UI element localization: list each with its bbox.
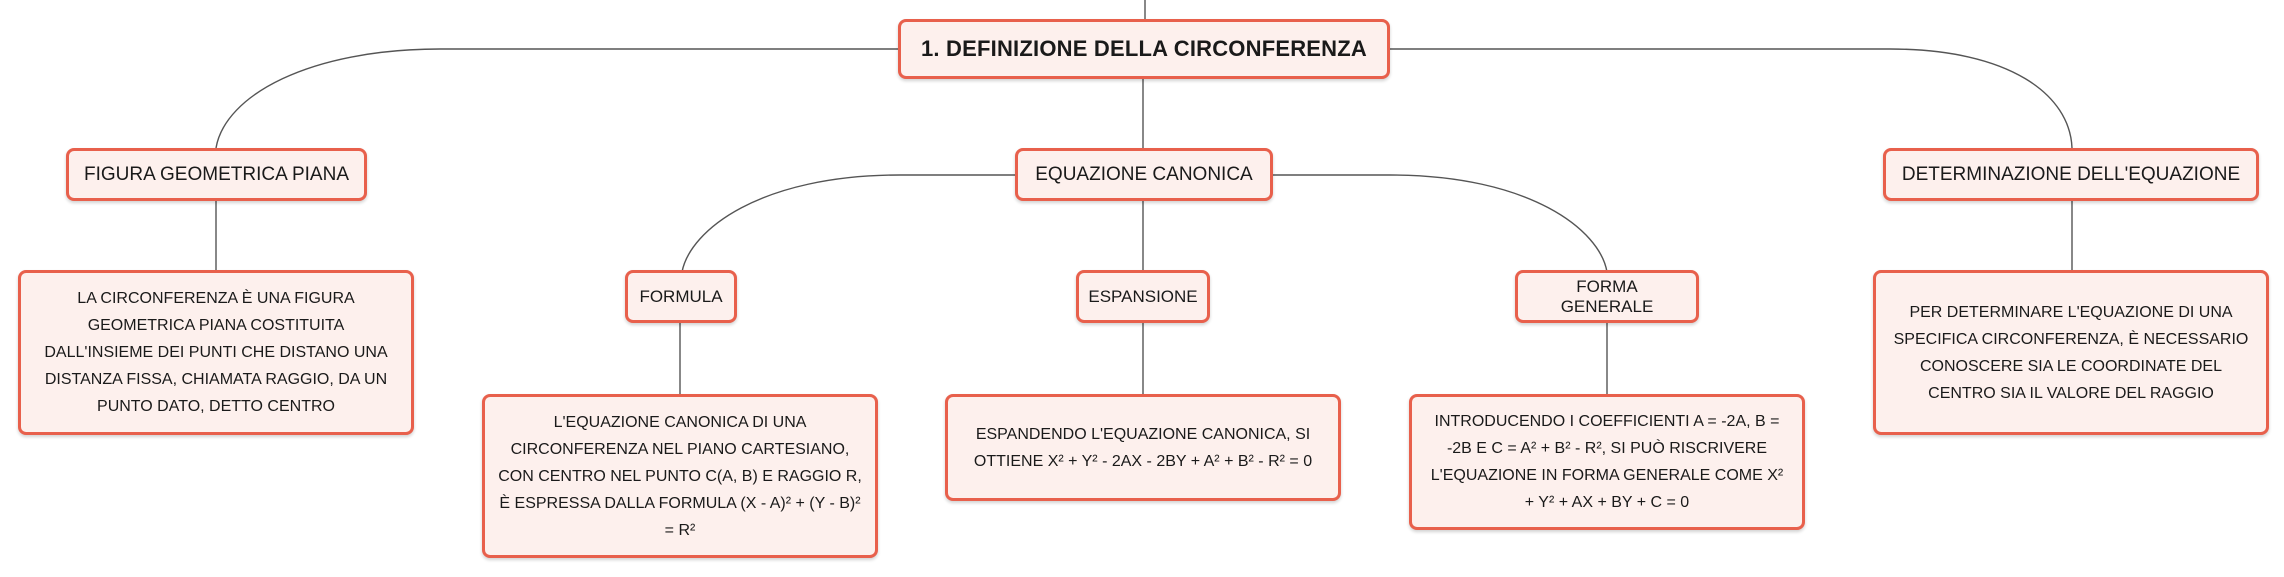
- subtopic-formula[interactable]: FORMULA: [625, 270, 737, 323]
- connector-equazione-formula: [681, 174, 1015, 273]
- topic-determinazione[interactable]: DETERMINAZIONE DELL'EQUAZIONE: [1883, 148, 2259, 201]
- subtopic-espansione-label: ESPANSIONE: [1088, 286, 1198, 306]
- topic-figura[interactable]: FIGURA GEOMETRICA PIANA: [66, 148, 367, 201]
- text-figura-content: LA CIRCONFERENZA È UNA FIGURA GEOMETRICA…: [44, 290, 388, 415]
- topic-equazione[interactable]: EQUAZIONE CANONICA: [1015, 148, 1273, 201]
- root-node[interactable]: 1. DEFINIZIONE DELLA CIRCONFERENZA: [898, 19, 1390, 79]
- topic-determinazione-label: DETERMINAZIONE DELL'EQUAZIONE: [1901, 163, 2241, 185]
- text-forma-generale-content: INTRODUCENDO I COEFFICIENTI A = -2A, B =…: [1430, 413, 1784, 511]
- text-formula[interactable]: L'EQUAZIONE CANONICA DI UNA CIRCONFERENZ…: [482, 394, 878, 558]
- topic-figura-label: FIGURA GEOMETRICA PIANA: [84, 163, 349, 185]
- text-determinazione[interactable]: PER DETERMINARE L'EQUAZIONE DI UNA SPECI…: [1873, 270, 2269, 435]
- connector-root-determinazione: [1390, 48, 2073, 149]
- connector-equazione-forma: [1273, 174, 1608, 273]
- topic-equazione-label: EQUAZIONE CANONICA: [1035, 163, 1253, 185]
- text-formula-content: L'EQUAZIONE CANONICA DI UNA CIRCONFERENZ…: [498, 413, 862, 539]
- text-figura[interactable]: LA CIRCONFERENZA È UNA FIGURA GEOMETRICA…: [18, 270, 414, 435]
- text-determinazione-content: PER DETERMINARE L'EQUAZIONE DI UNA SPECI…: [1893, 303, 2249, 402]
- subtopic-espansione[interactable]: ESPANSIONE: [1076, 270, 1210, 323]
- text-espansione[interactable]: ESPANDENDO L'EQUAZIONE CANONICA, SI OTTI…: [945, 394, 1341, 501]
- text-espansione-content: ESPANDENDO L'EQUAZIONE CANONICA, SI OTTI…: [973, 425, 1313, 470]
- subtopic-forma-generale-label: FORMA GENERALE: [1560, 276, 1654, 316]
- text-forma-generale[interactable]: INTRODUCENDO I COEFFICIENTI A = -2A, B =…: [1409, 394, 1805, 530]
- subtopic-formula-label: FORMULA: [639, 286, 723, 306]
- subtopic-forma-generale[interactable]: FORMA GENERALE: [1515, 270, 1699, 323]
- connector-root-figura: [215, 48, 898, 149]
- root-label: 1. DEFINIZIONE DELLA CIRCONFERENZA: [921, 36, 1367, 61]
